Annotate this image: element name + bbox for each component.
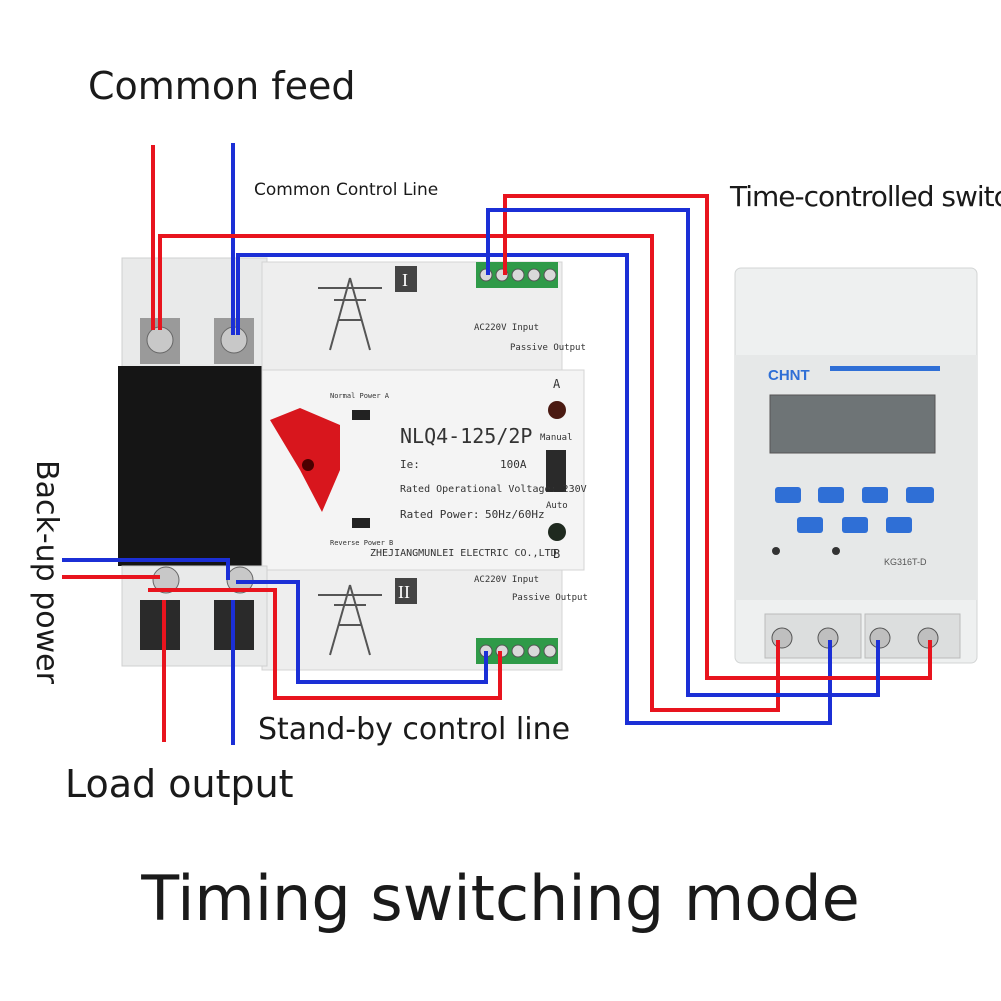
ats-manual-label: Manual bbox=[540, 433, 573, 443]
manual-auto-slider[interactable] bbox=[546, 450, 566, 492]
ats-voltage-label: Rated Operational Voltage: 230V bbox=[400, 484, 587, 495]
timer-lcd bbox=[769, 394, 936, 454]
ats-ie-label: Ie: bbox=[400, 458, 420, 471]
timer-brand: CHNT bbox=[768, 367, 810, 384]
ats-output-top: Passive Output bbox=[510, 343, 586, 353]
backup-neutral-wire bbox=[62, 558, 230, 580]
time-switch-device bbox=[734, 267, 978, 664]
common-control-line-label: Common Control Line bbox=[254, 180, 439, 200]
timer-buttons[interactable] bbox=[775, 487, 934, 533]
ats-switch bbox=[118, 257, 585, 671]
standby-control-neutral-wire bbox=[236, 580, 488, 684]
common-control-neutral-wire bbox=[236, 253, 832, 725]
backup-power-label: Back-up power bbox=[29, 460, 64, 684]
ats-mark-b: B bbox=[553, 547, 560, 561]
ats-input-top: AC220V Input bbox=[474, 323, 539, 333]
ats-auto-label: Auto bbox=[546, 501, 568, 511]
time-controlled-switch-label: Time-controlled switch bbox=[730, 180, 1001, 213]
load-output-label: Load output bbox=[65, 762, 294, 806]
common-feed-label: Common feed bbox=[88, 64, 356, 108]
power-pylon-icon bbox=[318, 277, 382, 351]
ats-input-bottom: AC220V Input bbox=[474, 575, 539, 585]
timer-to-ats-neutral-wire bbox=[486, 208, 880, 697]
timer-model: KG316T-D bbox=[884, 557, 927, 567]
indicator-lamp-b bbox=[548, 523, 566, 541]
page-title: Timing switching mode bbox=[141, 862, 860, 935]
ats-mark-a: A bbox=[553, 377, 561, 391]
common-control-live-wire bbox=[158, 234, 780, 712]
ats-normal-power: Normal Power A bbox=[330, 392, 390, 400]
ats-reverse-power: Reverse Power B bbox=[330, 539, 393, 547]
standby-control-line-label: Stand-by control line bbox=[258, 712, 571, 747]
ats-power-label: Rated Power: bbox=[400, 508, 479, 521]
ats-maker-label: ZHEJIANGMUNLEI ELECTRIC CO.,LTD bbox=[370, 548, 557, 559]
ats-freq-label: 50Hz/60Hz bbox=[485, 508, 545, 521]
ats-model-label: NLQ4-125/2P bbox=[400, 424, 532, 448]
ats-output-bottom: Passive Output bbox=[512, 593, 588, 603]
ats-ie-value: 100A bbox=[500, 458, 527, 471]
rotary-knob[interactable] bbox=[270, 408, 340, 512]
ats-roman-2: II bbox=[398, 582, 410, 602]
ats-roman-1: I bbox=[402, 270, 408, 290]
standby-control-live-wire bbox=[148, 588, 502, 700]
indicator-lamp-a bbox=[548, 401, 566, 419]
power-pylon-icon bbox=[318, 584, 382, 656]
